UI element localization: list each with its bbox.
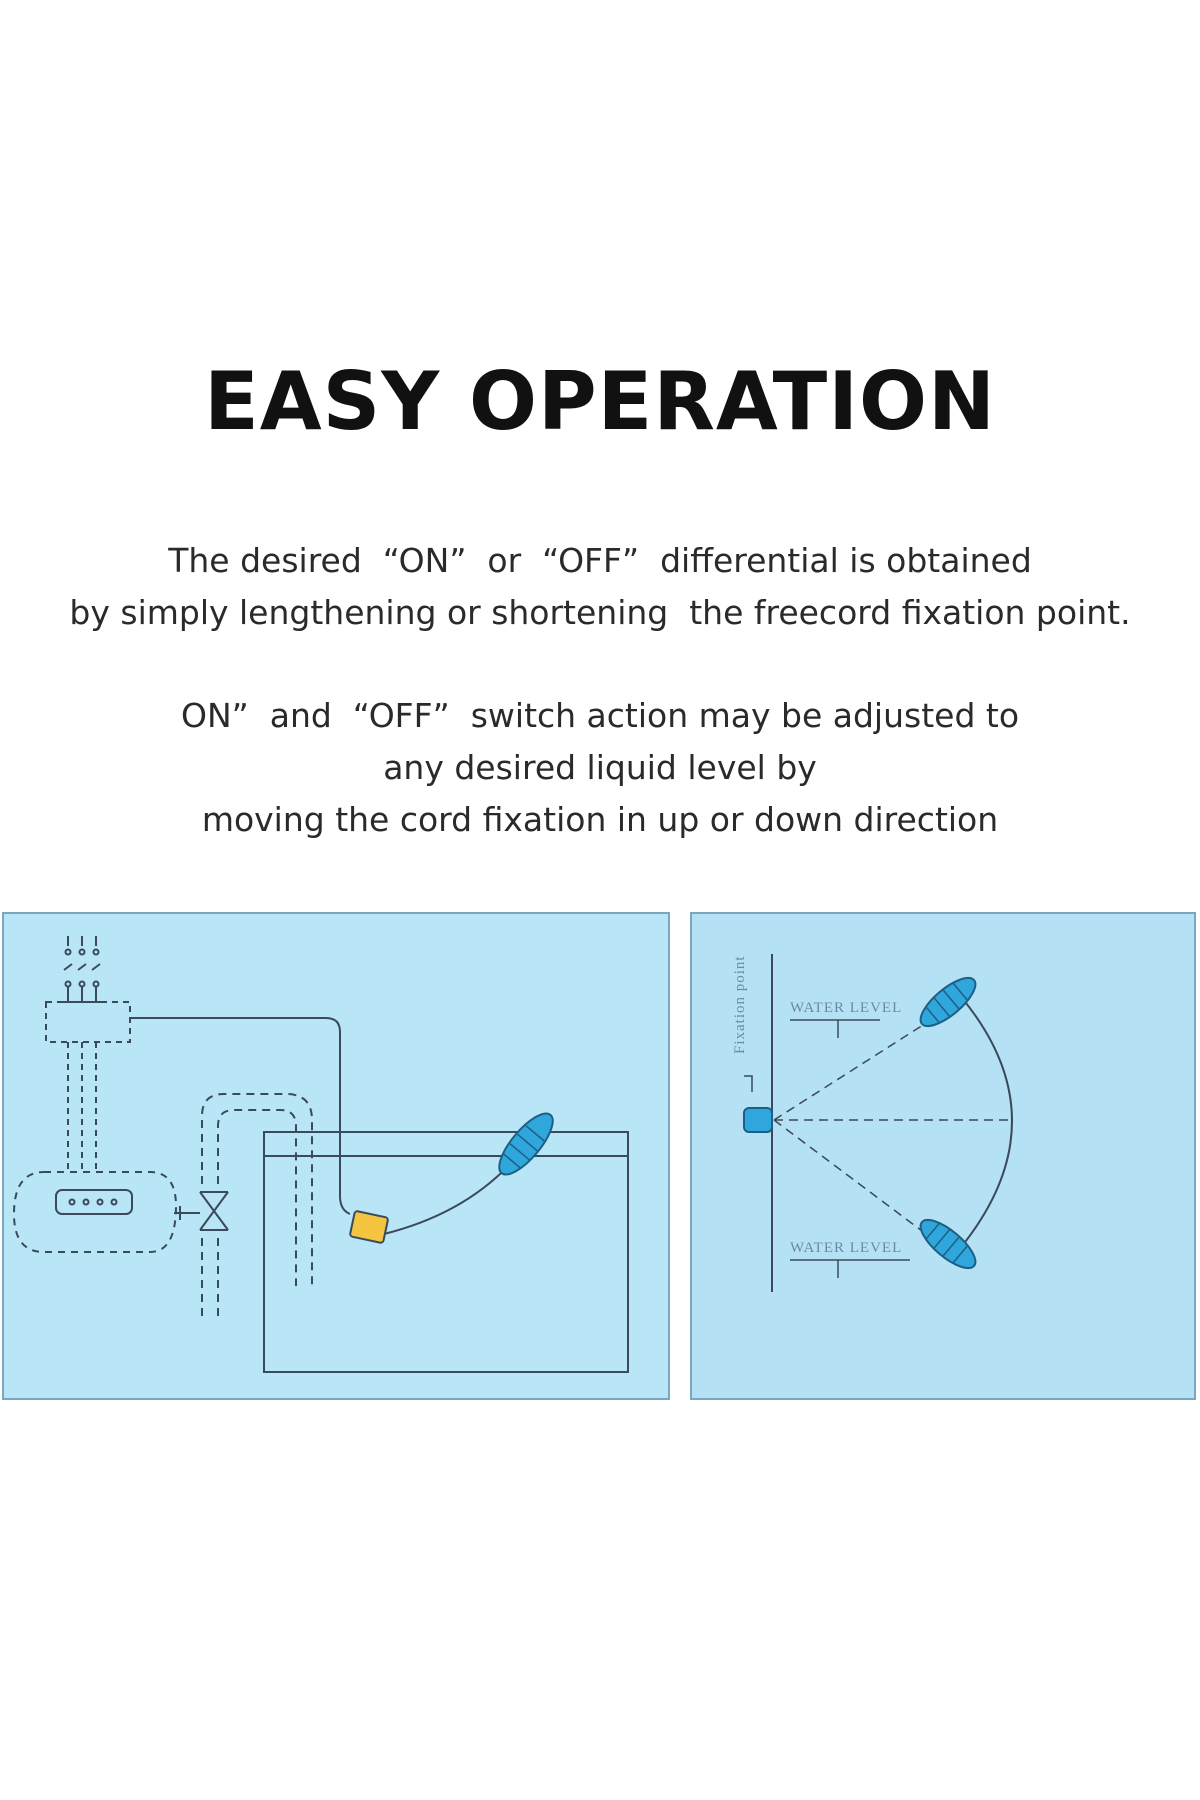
water-level-diagram: Fixation point WATER LEVEL WATER LEVEL [732,954,1013,1292]
float-cable [130,1017,351,1215]
switch-contacts-icon [60,936,104,1003]
water-level-bottom-label: WATER LEVEL [790,1240,902,1256]
paragraph-2-line-3: moving the cord fixation in up or down d… [201,800,999,839]
controller-box [45,1001,131,1043]
float-switch-down-icon [919,1218,977,1270]
fixation-point-label: Fixation point [732,955,748,1054]
description-paragraph-2: ON” and “OFF” switch action may be adjus… [0,690,1200,846]
description-paragraph-1: The desired “ON” or “OFF” differential i… [0,535,1200,639]
water-level-top-label: WATER LEVEL [790,1000,902,1016]
swing-arc [961,997,1013,1247]
water-tank [263,1131,629,1373]
water-level-diagram-panel: Fixation point WATER LEVEL WATER LEVEL [690,912,1196,1400]
float-switch-up-icon [919,976,977,1028]
float-switch-icon [498,1112,554,1176]
page-title: EASY OPERATION [204,355,996,448]
installation-diagram [12,936,629,1373]
pump-outline [12,1171,178,1253]
paragraph-2-line-2: any desired liquid level by [383,748,817,787]
valve-icon [174,1191,229,1231]
installation-diagram-panel [2,912,670,1400]
paragraph-2-line-1: ON” and “OFF” switch action may be adjus… [180,696,1020,735]
counterweight-icon [349,1210,389,1244]
float-cord [383,1161,513,1235]
paragraph-1-line-1: The desired “ON” or “OFF” differential i… [168,541,1032,580]
fixation-clamp-icon [743,1107,773,1133]
pump-terminal-block [55,1189,133,1215]
paragraph-1-line-2: by simply lengthening or shortening the … [69,593,1131,632]
